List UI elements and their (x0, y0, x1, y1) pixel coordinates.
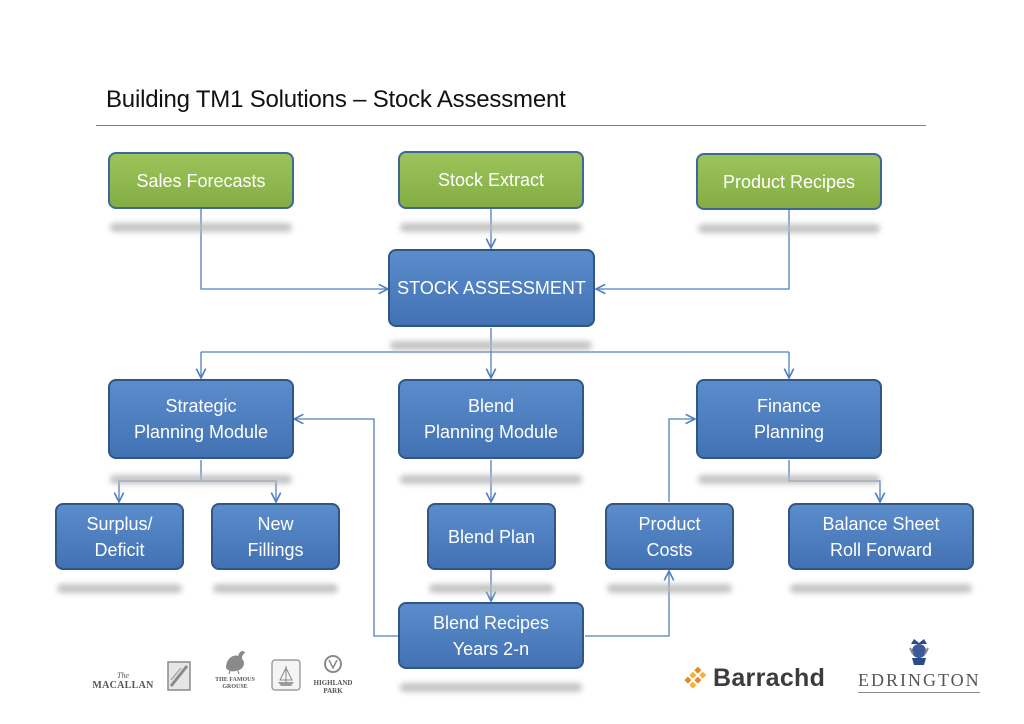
edge-recipes-to-strategic (294, 419, 398, 637)
blend-planning-box: Blend Planning Module (398, 379, 584, 459)
highland-park-logo: HIGHLAND PARK (310, 654, 356, 695)
sales-forecasts-box: Sales Forecasts (108, 152, 294, 209)
box-shadow (57, 584, 182, 593)
barrachd-logo-text: Barrachd (713, 664, 826, 692)
blend-recipes-box: Blend Recipes Years 2-n (398, 602, 584, 669)
box-shadow (390, 341, 592, 350)
cutty-sark-logo-icon (271, 659, 301, 691)
surplus-deficit-box: Surplus/ Deficit (55, 503, 184, 570)
box-shadow (607, 584, 732, 593)
box-shadow (698, 475, 880, 484)
grouse-bird-icon (226, 651, 245, 675)
edge-sales-to-assessment (200, 209, 388, 289)
product-recipes-box: Product Recipes (696, 153, 882, 210)
edrington-logo-text: EDRINGTON (858, 670, 981, 690)
box-shadow (213, 584, 338, 593)
title-divider (96, 125, 926, 126)
box-shadow (110, 475, 292, 484)
stock-assessment-box: STOCK ASSESSMENT (388, 249, 595, 327)
box-shadow (698, 224, 880, 233)
new-fillings-box: New Fillings (211, 503, 340, 570)
edge-strategic-to-fillings (201, 480, 276, 502)
macallan-logo-text: MACALLAN (92, 680, 154, 691)
blend-plan-box: Blend Plan (427, 503, 556, 570)
edrington-crest-icon (909, 639, 929, 665)
balance-sheet-box: Balance Sheet Roll Forward (788, 503, 974, 570)
box-shadow (400, 683, 582, 692)
box-shadow (429, 584, 554, 593)
macallan-logo: The MACALLAN (92, 671, 154, 691)
edge-costs-to-finance (668, 419, 695, 502)
strategic-planning-box: Strategic Planning Module (108, 379, 294, 459)
slide-title: Building TM1 Solutions – Stock Assessmen… (106, 86, 566, 113)
edge-recipes-to-costs (585, 571, 669, 637)
edge-recipes-to-assessment (596, 210, 790, 289)
box-shadow (790, 584, 972, 593)
edrington-underline (858, 692, 980, 693)
box-shadow (400, 475, 582, 484)
stock-extract-box: Stock Extract (398, 151, 584, 209)
highland-park-crest-icon (324, 655, 342, 673)
box-shadow (110, 223, 292, 232)
box-shadow (400, 223, 582, 232)
tumbler-logo-icon (167, 661, 191, 691)
highland-park-logo-text: HIGHLAND PARK (313, 679, 353, 695)
barrachd-logo-icon (684, 666, 707, 689)
product-costs-box: Product Costs (605, 503, 734, 570)
finance-planning-box: Finance Planning (696, 379, 882, 459)
famous-grouse-logo-text: THE FAMOUS GROUSE (215, 677, 255, 690)
famous-grouse-logo: THE FAMOUS GROUSE (214, 646, 256, 691)
